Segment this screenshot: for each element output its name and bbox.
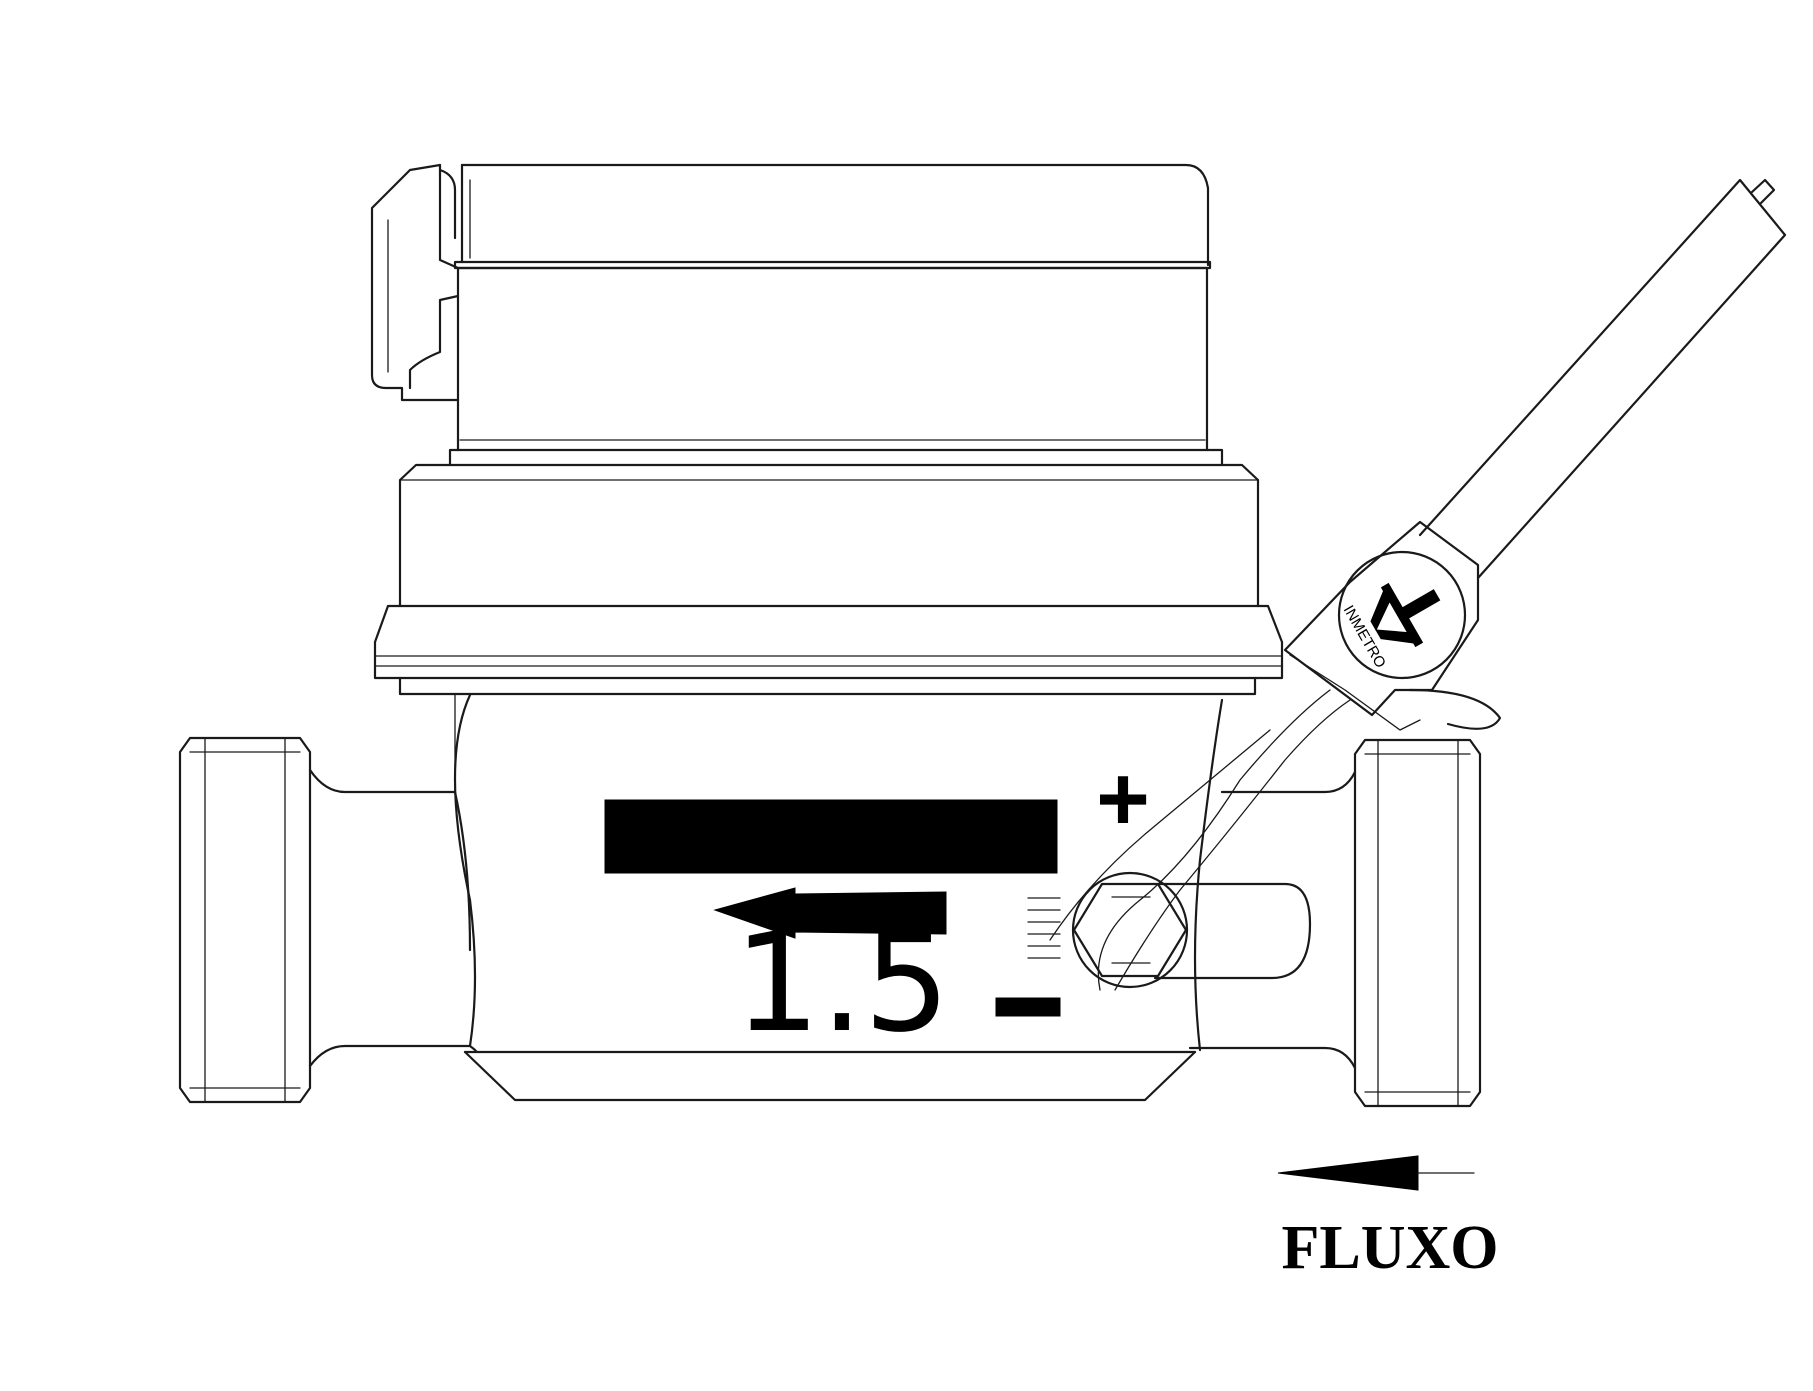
body-arrow-icon bbox=[713, 887, 947, 939]
register-housing bbox=[453, 163, 1212, 452]
middle-section bbox=[398, 448, 1260, 608]
seal-wires bbox=[1049, 689, 1351, 991]
seal-disk: INMETRO bbox=[1337, 550, 1467, 680]
left-flange bbox=[178, 736, 312, 1104]
pipe-connectors bbox=[308, 768, 1357, 1070]
lid-hinge bbox=[370, 163, 460, 402]
minus-sign bbox=[995, 997, 1061, 1017]
inmetro-seal-icon: INMETRO bbox=[1340, 582, 1441, 671]
plus-sign: + bbox=[1096, 748, 1150, 850]
flow-arrow-icon bbox=[1277, 1155, 1475, 1191]
collar-ring bbox=[373, 604, 1284, 696]
meter-body bbox=[453, 693, 1224, 1102]
flow-label: FLUXO bbox=[1282, 1214, 1499, 1282]
adjustment-plug bbox=[1027, 871, 1312, 989]
reading-value: 1.5 bbox=[734, 905, 950, 1063]
index-bar bbox=[604, 799, 1058, 874]
right-flange bbox=[1353, 738, 1482, 1108]
seal-strap bbox=[1418, 178, 1787, 580]
seal-clip bbox=[1283, 520, 1502, 731]
